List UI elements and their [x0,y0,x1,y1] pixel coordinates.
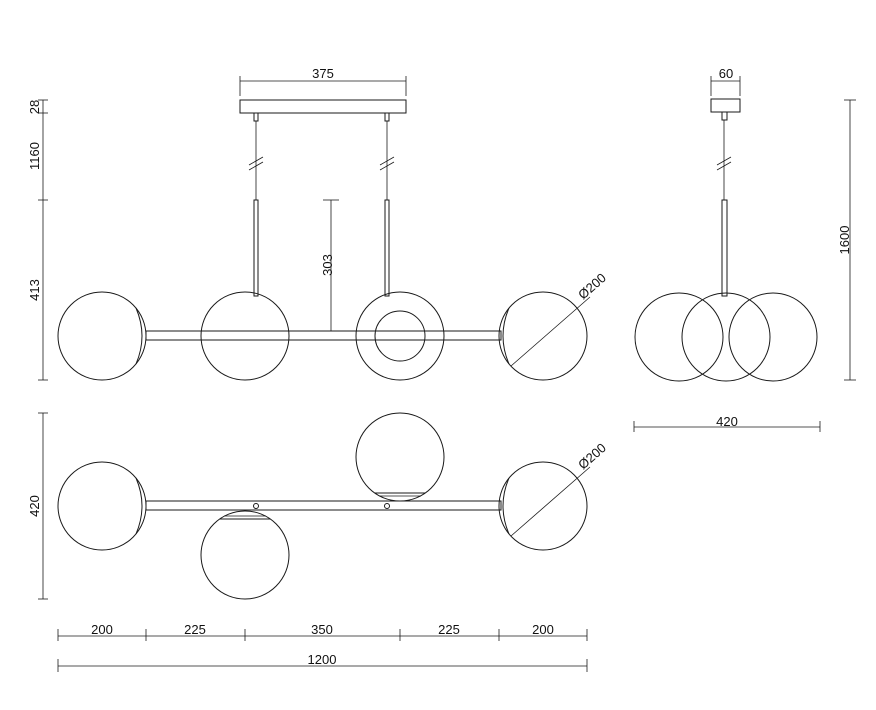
front-globe-1-cap [135,307,143,365]
front-rod-right [384,199,390,297]
top-mount-point-right [384,503,390,509]
dim-side-width: 420 [633,414,821,432]
front-view: 375 303 Ø200 28 1160 413 [27,66,609,381]
dim-plan-depth: 420 [27,412,48,600]
dim-segment-1-label: 200 [91,622,113,637]
dim-canopy-height-label: 28 [27,100,42,114]
dim-cable-length-label: 1160 [27,142,42,170]
top-globe-1 [57,461,147,551]
dim-canopy-depth-label: 60 [719,66,733,81]
side-globe-back-right [728,292,818,382]
dim-plan-depth-label: 420 [27,495,42,517]
dim-segments: 200 225 350 225 200 [57,622,588,641]
dim-canopy-length: 375 [239,66,407,96]
dim-canopy-depth: 60 [710,66,741,96]
dim-total-length-label: 1200 [308,652,337,667]
dim-total-height-label: 1600 [837,226,852,255]
side-view: 60 1600 420 [633,66,856,432]
front-cable-clamp-left [253,112,259,122]
front-rod-left [253,199,259,297]
top-main-bar [145,500,502,511]
front-break-mark-right [379,156,395,171]
front-globe-2 [200,291,290,381]
dim-rod-length-label: 303 [320,254,335,276]
dim-globe-diameter-top-label: Ø200 [575,440,609,472]
front-main-bar [145,330,502,341]
front-globe-3 [355,291,445,381]
side-cable-clamp [721,111,728,121]
dim-left-vertical: 28 1160 413 [27,99,48,381]
side-break-mark [716,156,732,171]
top-globe-4-cap [502,477,510,535]
dim-segment-5-label: 200 [532,622,554,637]
front-globe-3-cap-ring [374,310,426,362]
top-globe-3 [355,412,445,502]
dim-total-height: 1600 [837,99,856,381]
top-view: Ø200 420 200 225 350 225 200 [27,412,609,672]
dim-canopy-length-label: 375 [312,66,334,81]
dim-fixture-height-label: 413 [27,279,42,301]
front-globe-4 [498,291,588,381]
side-globe-back-left [634,292,724,382]
dim-rod-length: 303 [320,199,339,331]
dim-globe-diameter-front-label: Ø200 [575,270,609,302]
front-break-mark-left [248,156,264,171]
dim-segment-4-label: 225 [438,622,460,637]
front-canopy [239,99,407,114]
dim-side-width-label: 420 [716,414,738,429]
side-canopy [710,98,741,113]
dim-globe-diameter-top: Ø200 [510,440,609,537]
dim-globe-diameter-front: Ø200 [510,270,609,367]
top-globe-1-cap [135,477,143,535]
dim-segment-2-label: 225 [184,622,206,637]
top-globe-4 [498,461,588,551]
side-rod [721,199,728,297]
front-globe-1 [57,291,147,381]
dim-total-length: 1200 [57,652,588,672]
side-globe-front [681,292,771,382]
top-mount-point-left [253,503,259,509]
top-globe-2 [200,510,290,600]
front-cable-clamp-right [384,112,390,122]
front-globe-4-cap [502,307,510,365]
dim-segment-3-label: 350 [311,622,333,637]
